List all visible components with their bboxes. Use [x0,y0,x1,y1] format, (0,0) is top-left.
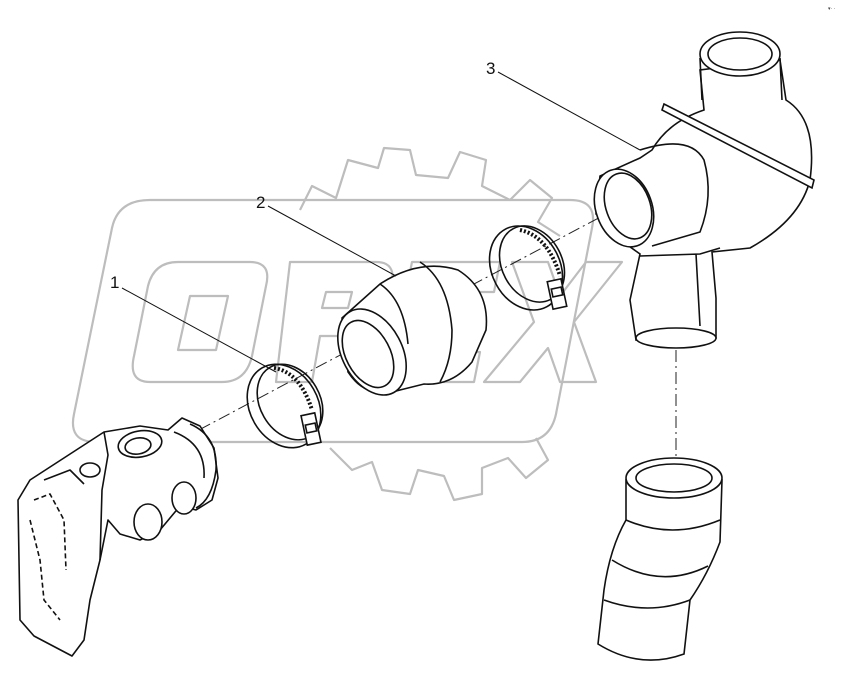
engine-block-outlet [17,417,219,657]
leader-1 [121,287,277,373]
callout-leaders [121,71,641,373]
reducer-hose-connector [337,261,488,396]
lower-radiator-hose [597,457,723,661]
leader-3 [497,71,641,151]
hose-clamp-large [488,225,568,311]
callout-3: 3 [486,59,495,78]
callout-2: 2 [256,193,265,212]
watermark-letter-o [131,260,269,384]
assembly-centerline [179,195,677,505]
leader-2 [267,205,397,277]
callout-1: 1 [110,273,119,292]
thermostat-housing-elbow [593,31,815,349]
corner-mark: ▾· · [828,6,836,12]
watermark-gear-top [299,146,561,237]
hose-clamp-small [246,363,324,449]
watermark-gear-bottom [329,437,550,502]
watermark-frame [71,198,595,444]
